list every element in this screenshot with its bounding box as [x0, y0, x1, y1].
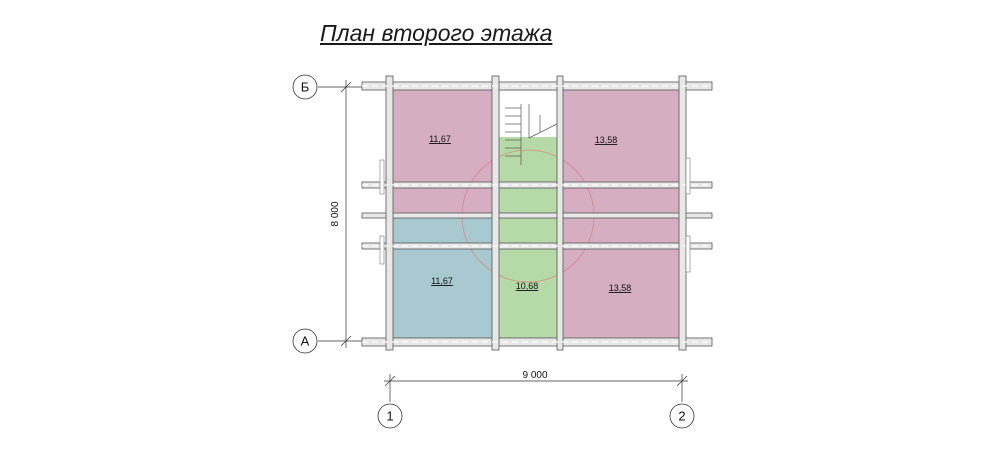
room-top-right-lower — [563, 188, 679, 213]
mid-left — [393, 218, 492, 243]
area-bottom-center: 10,68 — [516, 281, 539, 291]
area-top-left: 11,67 — [429, 134, 451, 144]
area-bottom-right: 13,58 — [609, 283, 632, 293]
dimension-vertical — [340, 80, 352, 348]
stair-landing — [499, 137, 557, 182]
room-top-right — [563, 90, 679, 182]
staircase — [505, 104, 558, 165]
dimension-height: 8 000 — [330, 201, 341, 226]
room-bottom-center — [499, 249, 557, 338]
axis-label-1: 1 — [386, 409, 393, 424]
room-top-left-lower — [393, 188, 492, 213]
mid-right — [563, 218, 679, 243]
area-bottom-left: 11,67 — [431, 276, 453, 286]
axis-marker-1 — [377, 403, 403, 429]
axis-label-a: А — [301, 334, 310, 349]
axis-marker-b — [292, 74, 318, 100]
room-bottom-right — [563, 249, 679, 338]
axis-lines — [318, 86, 683, 402]
hall-strip — [499, 188, 557, 213]
axis-marker-2 — [669, 403, 695, 429]
dimension-horizontal — [384, 375, 688, 387]
axis-label-b: Б — [301, 80, 310, 95]
windows — [379, 157, 691, 273]
area-top-right: 13,58 — [595, 135, 618, 145]
dimension-width: 9 000 — [522, 370, 547, 381]
log-seams — [362, 85, 712, 343]
room-top-left — [393, 90, 492, 182]
room-bottom-left — [393, 249, 492, 338]
plan-title: План второго этажа — [320, 20, 553, 46]
axis-label-2: 2 — [678, 409, 685, 424]
axis-marker-a — [292, 328, 318, 354]
mid-center — [499, 218, 557, 243]
